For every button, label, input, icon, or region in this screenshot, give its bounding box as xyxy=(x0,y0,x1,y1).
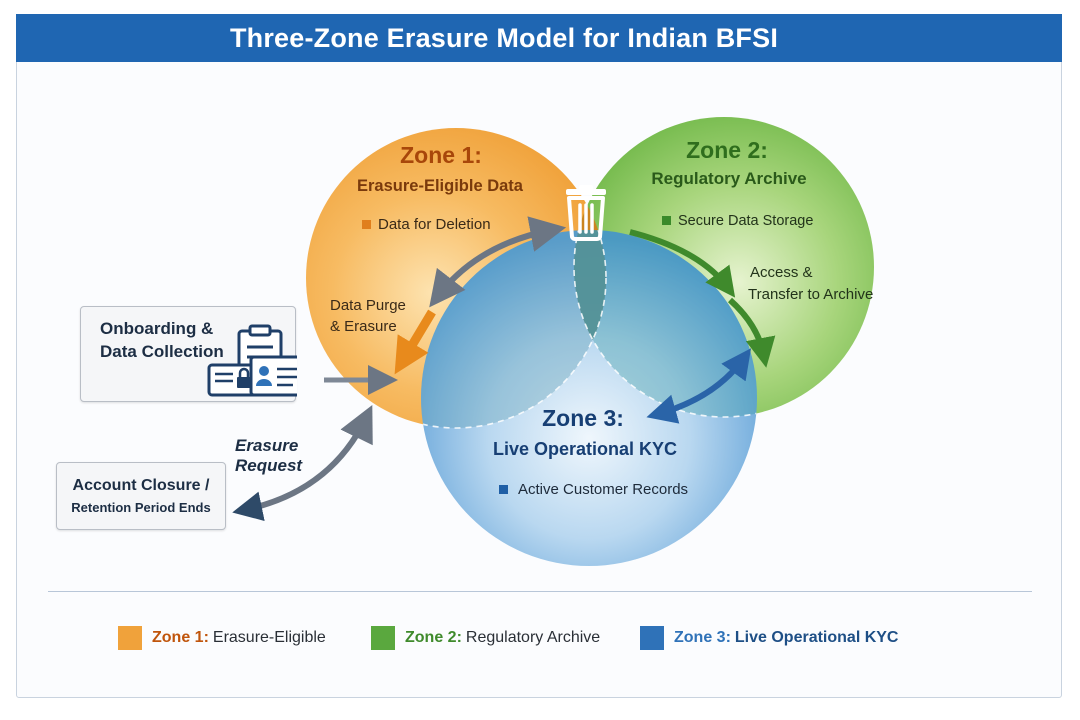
zone1-name: Erasure-Eligible Data xyxy=(357,177,524,195)
legend-text-zone1: Erasure-Eligible xyxy=(212,629,326,646)
legend-label-zone3: Zone 3: xyxy=(674,629,731,646)
closure-line1: Account Closure / xyxy=(72,477,210,494)
arrow-trash-to-archive xyxy=(629,229,736,298)
page-title: Three-Zone Erasure Model for Indian BFSI xyxy=(229,22,779,53)
zone1-item: Data for Deletion xyxy=(378,216,491,233)
onboarding-title: Onboarding & Data Collection xyxy=(100,317,224,363)
zone3-name: Live Operational KYC xyxy=(493,439,677,459)
arrow-purge-orange xyxy=(394,309,436,375)
arrow-erasure-request xyxy=(232,405,373,521)
access-label-line1: Access & xyxy=(750,264,813,281)
zone2-name: Regulatory Archive xyxy=(651,169,806,188)
erasure-request-line2: Request xyxy=(235,456,303,475)
zone3-bullet xyxy=(499,485,508,494)
account-closure-box: Account Closure / Retention Period Ends xyxy=(56,462,226,530)
onboarding-icons xyxy=(207,324,297,397)
zone1-label: Zone 1: xyxy=(400,142,482,168)
onboarding-line2: Data Collection xyxy=(100,342,224,361)
arrow-zone3-archive xyxy=(646,348,752,424)
legend-item-zone3: Zone 3: Live Operational KYC xyxy=(640,626,898,650)
zone2-item: Secure Data Storage xyxy=(678,213,813,229)
legend-item-zone2: Zone 2: Regulatory Archive xyxy=(371,626,600,650)
legend-text-zone3: Live Operational KYC xyxy=(734,629,899,646)
zone3-label: Zone 3: xyxy=(542,405,624,431)
title-bar: Three-Zone Erasure Model for Indian BFSI xyxy=(16,14,1062,62)
zone3-item: Active Customer Records xyxy=(518,481,688,498)
legend-text-zone2: Regulatory Archive xyxy=(465,629,601,646)
legend-swatch-zone3 xyxy=(640,626,664,650)
onboarding-box: Onboarding & Data Collection xyxy=(80,306,297,402)
closure-line2: Retention Period Ends xyxy=(71,500,211,515)
legend-swatch-zone1 xyxy=(118,626,142,650)
legend-label-zone2: Zone 2: xyxy=(405,629,462,646)
erasure-request-line1: Erasure xyxy=(235,436,298,455)
legend-divider xyxy=(48,591,1032,592)
id-card-icon xyxy=(249,355,297,397)
arrow-archive-to-zone3 xyxy=(727,297,776,368)
zone2-bullet xyxy=(662,216,671,225)
legend-swatch-zone2 xyxy=(371,626,395,650)
arrow-purge-to-trash xyxy=(429,216,567,308)
purge-label-line1: Data Purge xyxy=(330,297,406,314)
legend-item-zone1: Zone 1: Erasure-Eligible xyxy=(118,626,326,650)
purge-label-line2: & Erasure xyxy=(330,318,397,335)
access-label-line2: Transfer to Archive xyxy=(748,286,873,303)
zone2-label: Zone 2: xyxy=(686,137,768,163)
onboarding-line1: Onboarding & xyxy=(100,319,214,338)
trash-icon xyxy=(566,185,606,241)
legend-label-zone1: Zone 1: xyxy=(152,629,209,646)
zone3-circle xyxy=(421,230,757,566)
zone1-bullet xyxy=(362,220,371,229)
